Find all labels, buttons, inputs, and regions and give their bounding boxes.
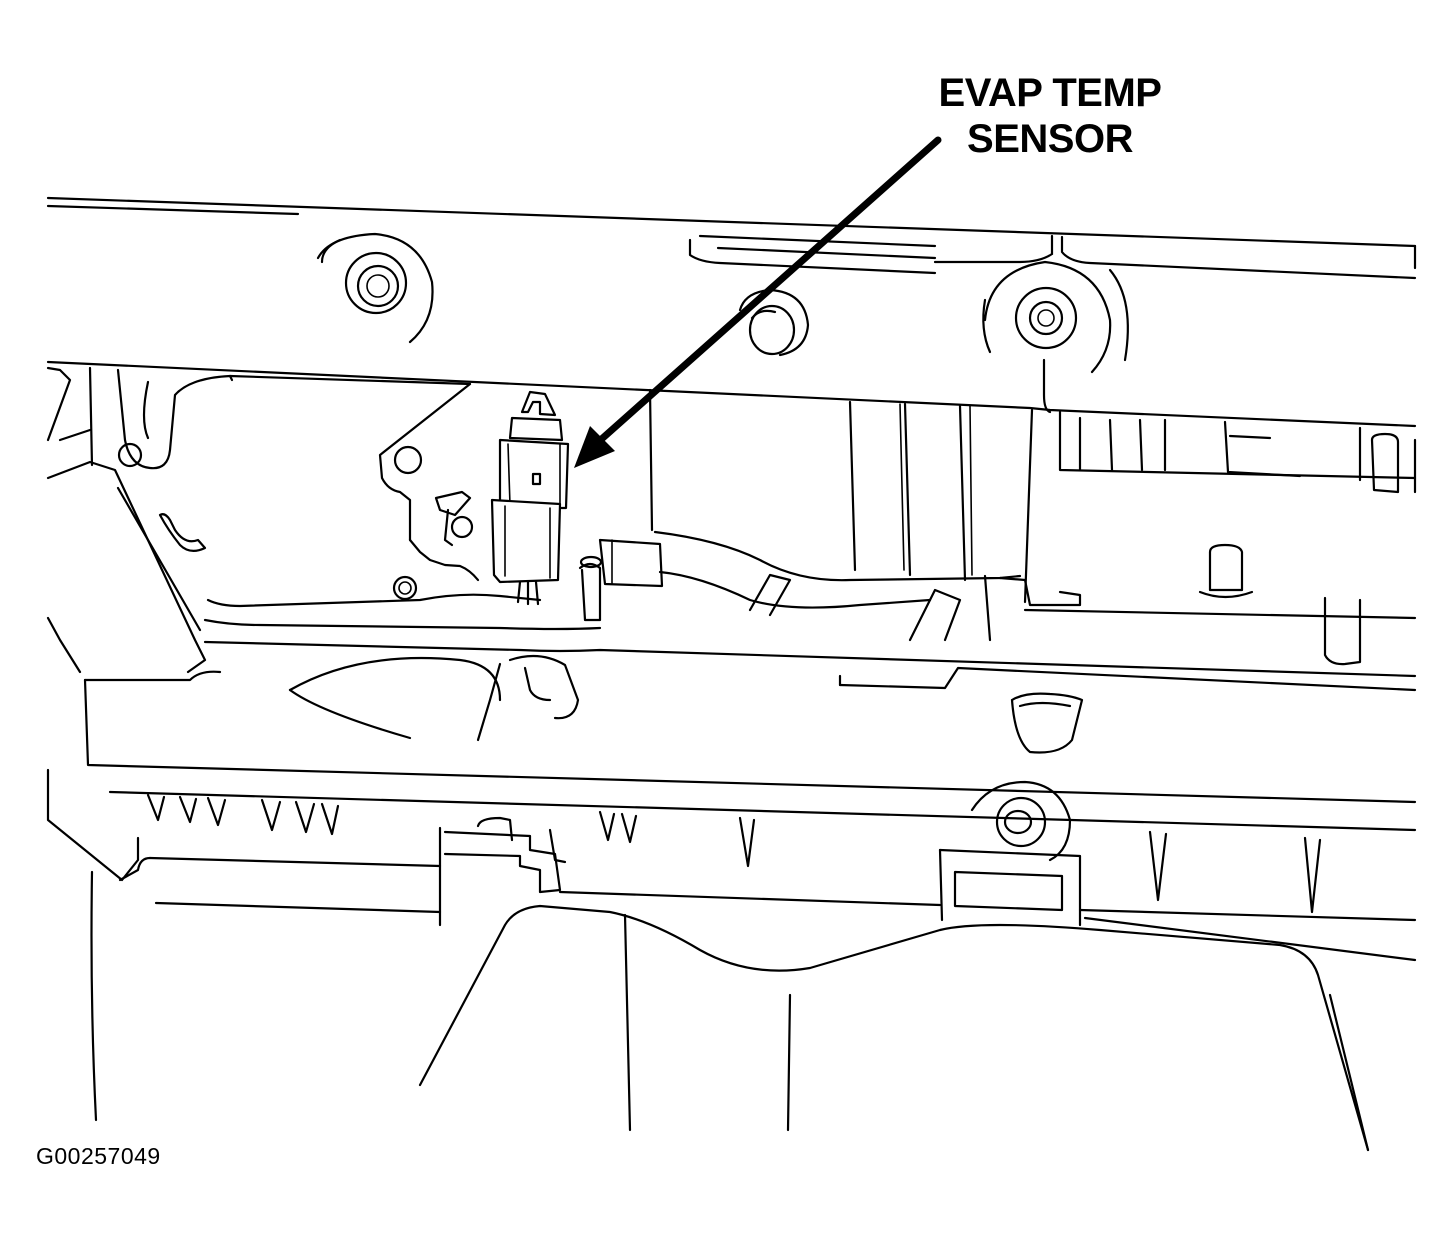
lower-teeth	[46, 768, 1417, 914]
mounting-boss-left	[316, 232, 434, 344]
middle-duct-strip	[653, 530, 1417, 666]
mounting-boss-center	[738, 288, 810, 357]
evap-temp-sensor	[490, 390, 570, 606]
lower-beam	[83, 640, 1417, 804]
lower-clips	[438, 816, 1082, 927]
callout-line-1: EVAP TEMP	[938, 71, 1162, 115]
callout-arrow	[574, 136, 942, 468]
upper-plate-top-edge	[46, 196, 1417, 248]
upper-plate-rib	[688, 234, 1417, 280]
mounting-boss-right	[982, 260, 1129, 414]
small-connector	[578, 538, 664, 622]
refrigerant-tube	[203, 593, 602, 740]
figure-id: G00257049	[36, 1143, 161, 1169]
mounting-boss-lower	[970, 780, 1072, 862]
callout-line-2: SENSOR	[967, 117, 1133, 161]
sensor-mount-frame	[228, 374, 480, 601]
upper-plate-lower-edge	[46, 360, 1417, 428]
sensor-callout-label: EVAP TEMP SENSOR	[900, 70, 1200, 162]
center-bracket-ribs	[648, 388, 1417, 604]
retaining-tab	[434, 490, 474, 547]
left-housing-frame	[46, 366, 472, 674]
lower-case	[90, 856, 1417, 1152]
